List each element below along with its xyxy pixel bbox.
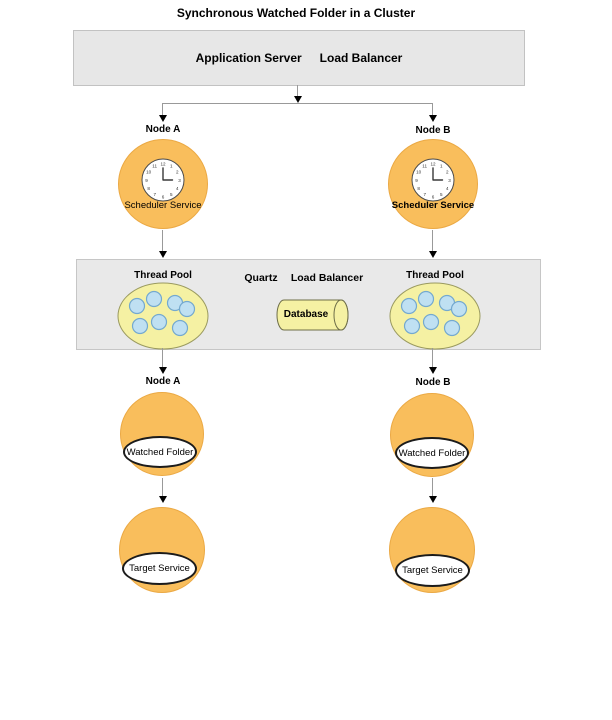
thread-pool-left-label: Thread Pool [134,270,192,281]
arrow-band-to-folder-a [159,348,167,374]
svg-text:7: 7 [154,192,157,197]
database-label: Database [283,309,329,320]
arrow-folder-b-to-target-b [429,478,437,503]
svg-text:5: 5 [170,192,173,197]
svg-text:9: 9 [145,178,148,183]
watched-folder-a-label: Watched Folder [126,446,194,458]
svg-text:1: 1 [170,164,173,169]
svg-text:6: 6 [162,194,165,199]
thread-pool-icon [117,282,209,350]
svg-text:10: 10 [146,170,152,175]
svg-text:12: 12 [430,161,436,166]
scheduler-service-a-label: Scheduler Service [124,200,202,211]
svg-text:3: 3 [448,178,451,183]
svg-text:1: 1 [440,164,443,169]
svg-text:4: 4 [446,186,449,191]
target-service-b-ellipse: Target Service [395,554,470,587]
folder-node-a-label: Node A [145,376,181,387]
svg-text:7: 7 [424,192,427,197]
scheduler-service-b-label: Scheduler Service [391,200,475,211]
arrow-branch-to-node-b [429,103,437,122]
arrow-box-to-branch [294,85,302,103]
watched-folder-a-ellipse: Watched Folder [123,436,197,468]
arrow-node-a-to-band [159,230,167,258]
load-balancer-label: Load Balancer [319,51,403,65]
quartz-label: Quartz [244,272,278,284]
watched-folder-b-label: Watched Folder [398,447,466,459]
quartz-load-balancer-label: Load Balancer [290,272,364,284]
watched-folder-b-ellipse: Watched Folder [395,437,469,469]
arrow-node-b-to-band [429,230,437,258]
folder-node-b-label: Node B [415,377,451,388]
target-service-a-label: Target Service [129,563,190,574]
target-service-b-label: Target Service [402,565,463,576]
target-service-a-ellipse: Target Service [122,552,197,585]
thread-pool-right-label: Thread Pool [406,270,464,281]
scheduler-node-a-label: Node A [145,124,181,135]
scheduler-node-b-label: Node B [415,125,451,136]
svg-text:10: 10 [416,170,422,175]
application-server-box: Application Server Load Balancer [73,30,525,86]
thread-pool-icon [389,282,481,350]
arrow-folder-a-to-target-a [159,478,167,503]
branch-line [163,103,433,104]
svg-text:3: 3 [178,178,181,183]
svg-text:4: 4 [176,186,179,191]
svg-text:12: 12 [160,161,166,166]
svg-text:2: 2 [446,170,449,175]
svg-text:11: 11 [422,164,427,169]
svg-text:8: 8 [417,186,420,191]
svg-text:11: 11 [152,164,157,169]
arrow-band-to-folder-b [429,348,437,374]
arrow-branch-to-node-a [159,103,167,122]
svg-text:9: 9 [415,178,418,183]
svg-text:2: 2 [176,170,179,175]
database-cylinder-icon [276,299,349,331]
svg-text:6: 6 [432,194,435,199]
page-title: Synchronous Watched Folder in a Cluster [176,6,416,20]
svg-text:8: 8 [147,186,150,191]
svg-text:5: 5 [440,192,443,197]
application-server-label: Application Server [195,51,302,65]
